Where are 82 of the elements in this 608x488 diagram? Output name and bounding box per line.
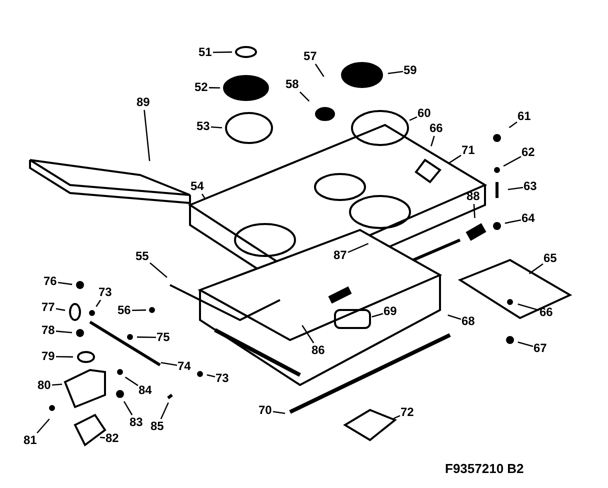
callout-number: 73 (216, 372, 229, 384)
leader-line (272, 410, 286, 414)
leader-line (448, 314, 462, 320)
callout-number: 75 (156, 330, 170, 344)
leader-line (409, 116, 418, 121)
callout-number: 81 (24, 434, 37, 446)
leader-line (508, 186, 524, 190)
callout-number: 83 (130, 416, 143, 428)
leader-line (124, 376, 138, 386)
callout-number: 80 (38, 378, 51, 392)
leader-line (503, 156, 522, 167)
leader-line (150, 262, 168, 278)
callout-number: 62 (522, 146, 535, 158)
callout-number: 66 (540, 306, 553, 318)
leader-line (393, 415, 400, 420)
callout-number: 76 (44, 274, 57, 288)
leader-line (56, 356, 74, 358)
leader-line (430, 136, 435, 146)
callout-number: 68 (462, 314, 475, 328)
callout-number: 85 (150, 420, 164, 432)
callout-number: 57 (304, 50, 317, 62)
callout-number: 71 (462, 144, 475, 156)
leader-line (202, 194, 206, 199)
callout-number: 65 (544, 252, 557, 264)
leader-line (100, 436, 106, 438)
callout-number: 87 (334, 248, 347, 262)
callout-number: 53 (196, 120, 210, 132)
part-number: F9357210 B2 (445, 462, 524, 475)
leader-line (528, 263, 544, 274)
callout-number: 64 (522, 212, 535, 224)
callout-number: 52 (194, 80, 208, 94)
leader-line (210, 126, 222, 128)
callout-number: 66 (430, 122, 443, 134)
leader-line (144, 110, 150, 162)
leader-line (56, 330, 72, 334)
leader-line (208, 87, 220, 89)
callout-number: 77 (42, 300, 55, 314)
leader-line (206, 374, 216, 378)
leader-line (518, 341, 534, 347)
leader-line (52, 384, 62, 386)
leader-line (348, 242, 369, 253)
leader-line (132, 309, 146, 311)
callout-number: 78 (42, 324, 55, 336)
leader-line (388, 70, 404, 74)
callout-number: 79 (42, 350, 55, 362)
leader-line (504, 219, 522, 224)
leader-line (123, 401, 133, 416)
leader-line (160, 362, 178, 366)
callout-number: 72 (400, 406, 414, 418)
callout-number: 73 (98, 286, 112, 298)
callout-number: 86 (312, 344, 325, 356)
leader-line (372, 313, 384, 318)
callout-number: 61 (518, 110, 531, 122)
callout-number: 58 (286, 78, 299, 90)
callout-number: 56 (118, 304, 131, 316)
leader-line (518, 304, 540, 311)
leader-line (508, 121, 518, 128)
leader-line (449, 154, 462, 164)
leader-line (473, 204, 476, 218)
callout-number: 82 (106, 432, 119, 444)
callout-number: 89 (136, 96, 150, 108)
callout-number: 69 (384, 304, 397, 318)
callout-number: 84 (138, 384, 152, 396)
leader-line (160, 402, 169, 420)
leader-line (36, 418, 50, 434)
callout-number: 63 (524, 180, 537, 192)
callout-number: 67 (534, 342, 547, 354)
callout-number: 60 (418, 106, 431, 120)
leader-line (58, 282, 72, 286)
callout-number: 54 (190, 180, 204, 192)
leader-line (56, 308, 66, 311)
callout-number: 55 (136, 250, 149, 262)
leader-line (314, 64, 324, 78)
leader-line (96, 300, 102, 308)
leader-line (213, 51, 232, 54)
leader-line (300, 92, 310, 102)
callout-number: 59 (404, 64, 417, 76)
leader-line (136, 336, 156, 338)
callout-number: 74 (178, 360, 191, 372)
leader-line (302, 325, 314, 344)
callout-number: 70 (258, 404, 272, 416)
callout-number: 51 (198, 46, 212, 58)
